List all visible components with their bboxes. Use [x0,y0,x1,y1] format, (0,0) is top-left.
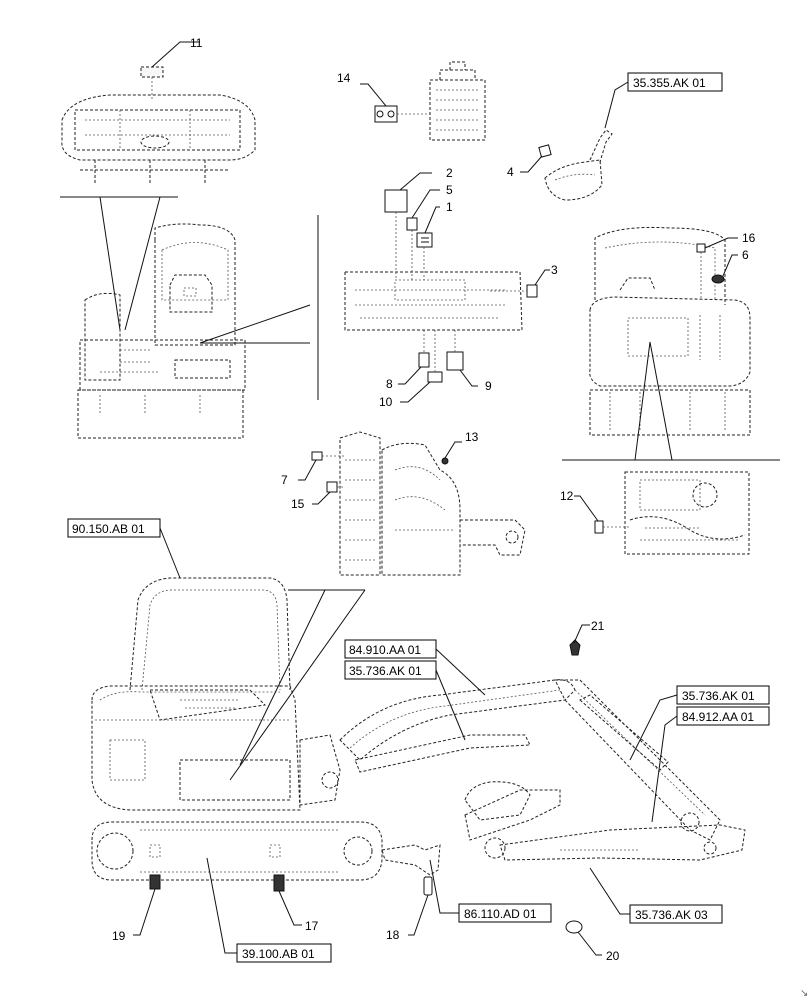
callout-8: 8 [386,366,422,391]
ref-86-110-AD-01[interactable]: 86.110.AD 01 [429,859,552,923]
callout-19: 19 [112,888,156,943]
ref-35-736-AK-01-a-text: 35.736.AK 01 [349,664,422,678]
callout-7: 7 [281,459,317,487]
callout-21-label: 21 [591,619,605,633]
callout-18-label: 18 [386,928,400,942]
ref-35-736-AK-03[interactable]: 35.736.AK 03 [589,867,723,924]
corner-mark: ↘ [800,988,808,999]
callout-16-label: 16 [742,231,756,245]
callout-15: 15 [291,491,331,511]
callout-3: 3 [534,263,558,286]
ref-84-912-AA-01[interactable]: 84.912.AA 01 [651,706,770,823]
console-top-view [374,61,486,141]
callout-12: 12 [560,489,599,522]
callout-2-label: 2 [446,166,453,180]
ref-90-150-AB-01[interactable]: 90.150.AB 01 [67,518,181,579]
ref-39-100-AB-01-text: 39.100.AB 01 [242,947,315,961]
callout-11-label: 11 [190,36,203,50]
callout-11: 11 [151,36,203,68]
callout-3-label: 3 [551,263,558,277]
ref-84-910-AA-01[interactable]: 84.910.AA 01 [344,639,486,696]
canopy-top-view [61,66,256,185]
callout-10-label: 10 [379,395,393,409]
callout-1: 1 [424,200,453,234]
ref-35-736-AK-03-text: 35.736.AK 03 [635,908,708,922]
callout-17: 17 [278,890,319,933]
ref-84-912-AA-01-text: 84.912.AA 01 [682,710,754,724]
callout-2: 2 [399,166,453,191]
excavator-side-view [91,577,746,934]
callout-5-label: 5 [446,183,453,197]
callout-9-label: 9 [485,379,492,393]
callout-19-label: 19 [112,929,126,943]
callout-12-label: 12 [560,489,574,503]
callout-9: 9 [459,369,492,393]
engine-detail [594,471,750,555]
callout-16: 16 [704,231,756,249]
ref-35-736-AK-01-b-text: 35.736.AK 01 [682,689,755,703]
ref-84-910-AA-01-text: 84.910.AA 01 [349,643,421,657]
callout-6-label: 6 [742,248,749,262]
callout-6: 6 [722,248,749,277]
callout-8-label: 8 [386,377,393,391]
callout-4: 4 [507,155,543,179]
ref-35-355-AK-01-text: 35.355.AK 01 [633,76,706,90]
ref-35-355-AK-01[interactable]: 35.355.AK 01 [604,72,723,129]
callout-20: 20 [577,931,620,963]
callout-10: 10 [379,381,431,409]
callout-18: 18 [386,894,429,942]
ref-39-100-AB-01[interactable]: 39.100.AB 01 [206,857,332,963]
callout-17-label: 17 [305,919,319,933]
ref-86-110-AD-01-text: 86.110.AD 01 [464,907,537,921]
rear-view [562,226,780,461]
callout-14-label: 14 [337,71,351,85]
callout-5: 5 [411,183,453,219]
callout-13: 13 [444,430,479,459]
ref-35-736-AK-01-a[interactable]: 35.736.AK 01 [344,660,466,741]
callout-20-label: 20 [606,949,620,963]
callout-21: 21 [573,619,605,644]
ref-90-150-AB-01-text: 90.150.AB 01 [72,522,145,536]
tank-radiator-detail [311,431,526,576]
decal-panel-center [344,189,538,383]
control-lever [538,129,613,201]
callout-15-label: 15 [291,497,305,511]
callout-1-label: 1 [446,200,453,214]
callout-14: 14 [337,71,387,107]
ref-35-736-AK-01-b[interactable]: 35.736.AK 01 [629,685,770,761]
callout-4-label: 4 [507,165,514,179]
cab-front-view [60,196,319,439]
callout-13-label: 13 [465,430,479,444]
callout-7-label: 7 [281,473,288,487]
